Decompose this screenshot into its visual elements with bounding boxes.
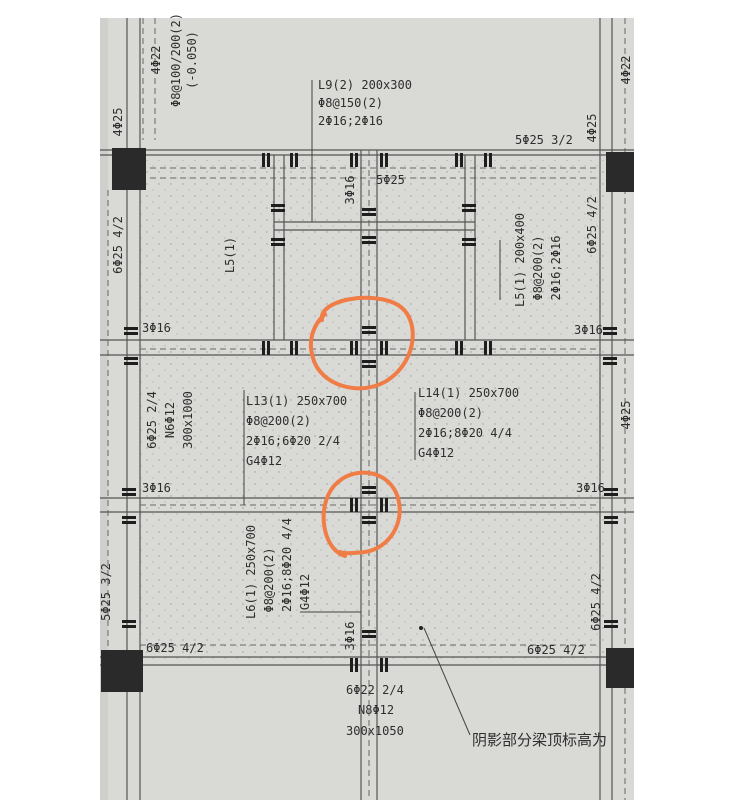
- label-row1-right-3p16: 3Φ16: [574, 323, 603, 337]
- label-right-4p25: 4Φ25: [585, 114, 599, 143]
- labels: 4Φ22 Φ8@100/200(2) (-0.050) 4Φ25 4Φ22 L9…: [99, 13, 633, 749]
- label-right-6p25-42: 6Φ25 4/2: [585, 196, 599, 254]
- label-top-left-vertical: 4Φ22: [149, 46, 163, 75]
- label-row1-left-3p16: 3Φ16: [142, 321, 171, 335]
- label-l9-bars: 2Φ16;2Φ16: [318, 114, 383, 128]
- label-l6-stirrup: Φ8@200(2): [262, 547, 276, 612]
- label-l5-right-stirrup: Φ8@200(2): [531, 235, 545, 300]
- label-l9-title: L9(2) 200x300: [318, 78, 412, 92]
- label-l14-g: G4Φ12: [418, 446, 454, 460]
- label-top-left-spec2: (-0.050): [185, 31, 199, 89]
- label-bottom-left-vertical: 5Φ25 3/2: [99, 563, 113, 621]
- columns: [101, 148, 634, 692]
- label-l14-title: L14(1) 250x700: [418, 386, 519, 400]
- label-l6-g: G4Φ12: [298, 574, 312, 610]
- label-l13-stirrup: Φ8@200(2): [246, 414, 311, 428]
- label-bottom-size: 300x1050: [346, 724, 404, 738]
- label-mid-5p25: 5Φ25: [376, 173, 405, 187]
- label-top-left-spec1: Φ8@100/200(2): [169, 13, 183, 107]
- label-l6-bars: 2Φ16;8Φ20 4/4: [280, 518, 294, 612]
- label-l6-title: L6(1) 250x700: [244, 525, 258, 619]
- column-bottom-right: [606, 648, 634, 688]
- label-mid-3p16-v: 3Φ16: [343, 176, 357, 205]
- label-bottom-left-6p25: 6Φ25 4/2: [146, 641, 204, 655]
- label-l5-left: L5(1): [223, 237, 237, 273]
- column-top-right: [606, 152, 634, 192]
- column-bottom-left: [101, 650, 143, 692]
- label-bottom-mid-3p16: 3Φ16: [343, 622, 357, 651]
- label-l13-g: G4Φ12: [246, 454, 282, 468]
- label-row2-right-3p16: 3Φ16: [576, 481, 605, 495]
- label-l14-bars: 2Φ16;8Φ20 4/4: [418, 426, 512, 440]
- label-l5-right-title: L5(1) 200x400: [513, 213, 527, 307]
- column-top-left: [112, 148, 146, 190]
- label-col-left-n6: N6Φ12: [163, 402, 177, 438]
- label-bottom-n8: N8Φ12: [358, 703, 394, 717]
- label-l5-right-bars: 2Φ16;2Φ16: [549, 235, 563, 300]
- label-left-6p25-42: 6Φ25 4/2: [111, 216, 125, 274]
- label-bottom-right-6p25: 6Φ25 4/2: [527, 643, 585, 657]
- label-l13-title: L13(1) 250x700: [246, 394, 347, 408]
- shaded-area: [140, 160, 605, 660]
- highlight-circle-upper: [308, 295, 415, 391]
- label-col-left-6p25: 6Φ25 2/4: [145, 391, 159, 449]
- label-col-left-size: 300x1000: [181, 391, 195, 449]
- label-bottom-right-vertical: 6Φ25 4/2: [589, 573, 603, 631]
- label-l9-stirrup: Φ8@150(2): [318, 96, 383, 110]
- label-top-5p25-32: 5Φ25 3/2: [515, 133, 573, 147]
- label-left-4p25: 4Φ25: [111, 108, 125, 137]
- left-edge-strip: [100, 18, 108, 800]
- label-l13-bars: 2Φ16;6Φ20 2/4: [246, 434, 340, 448]
- label-l14-stirrup: Φ8@200(2): [418, 406, 483, 420]
- label-right-edge-4p25: 4Φ25: [619, 401, 633, 430]
- rebar-marks: [122, 153, 618, 672]
- note-shaded-beam-elevation: 阴影部分梁顶标高为: [472, 731, 607, 749]
- label-top-right-4p22: 4Φ22: [619, 56, 633, 85]
- leader-lines: [243, 80, 501, 736]
- highlight-circle-lower: [321, 470, 402, 558]
- label-bottom-6p22: 6Φ22 2/4: [346, 683, 404, 697]
- label-row2-left-3p16: 3Φ16: [142, 481, 171, 495]
